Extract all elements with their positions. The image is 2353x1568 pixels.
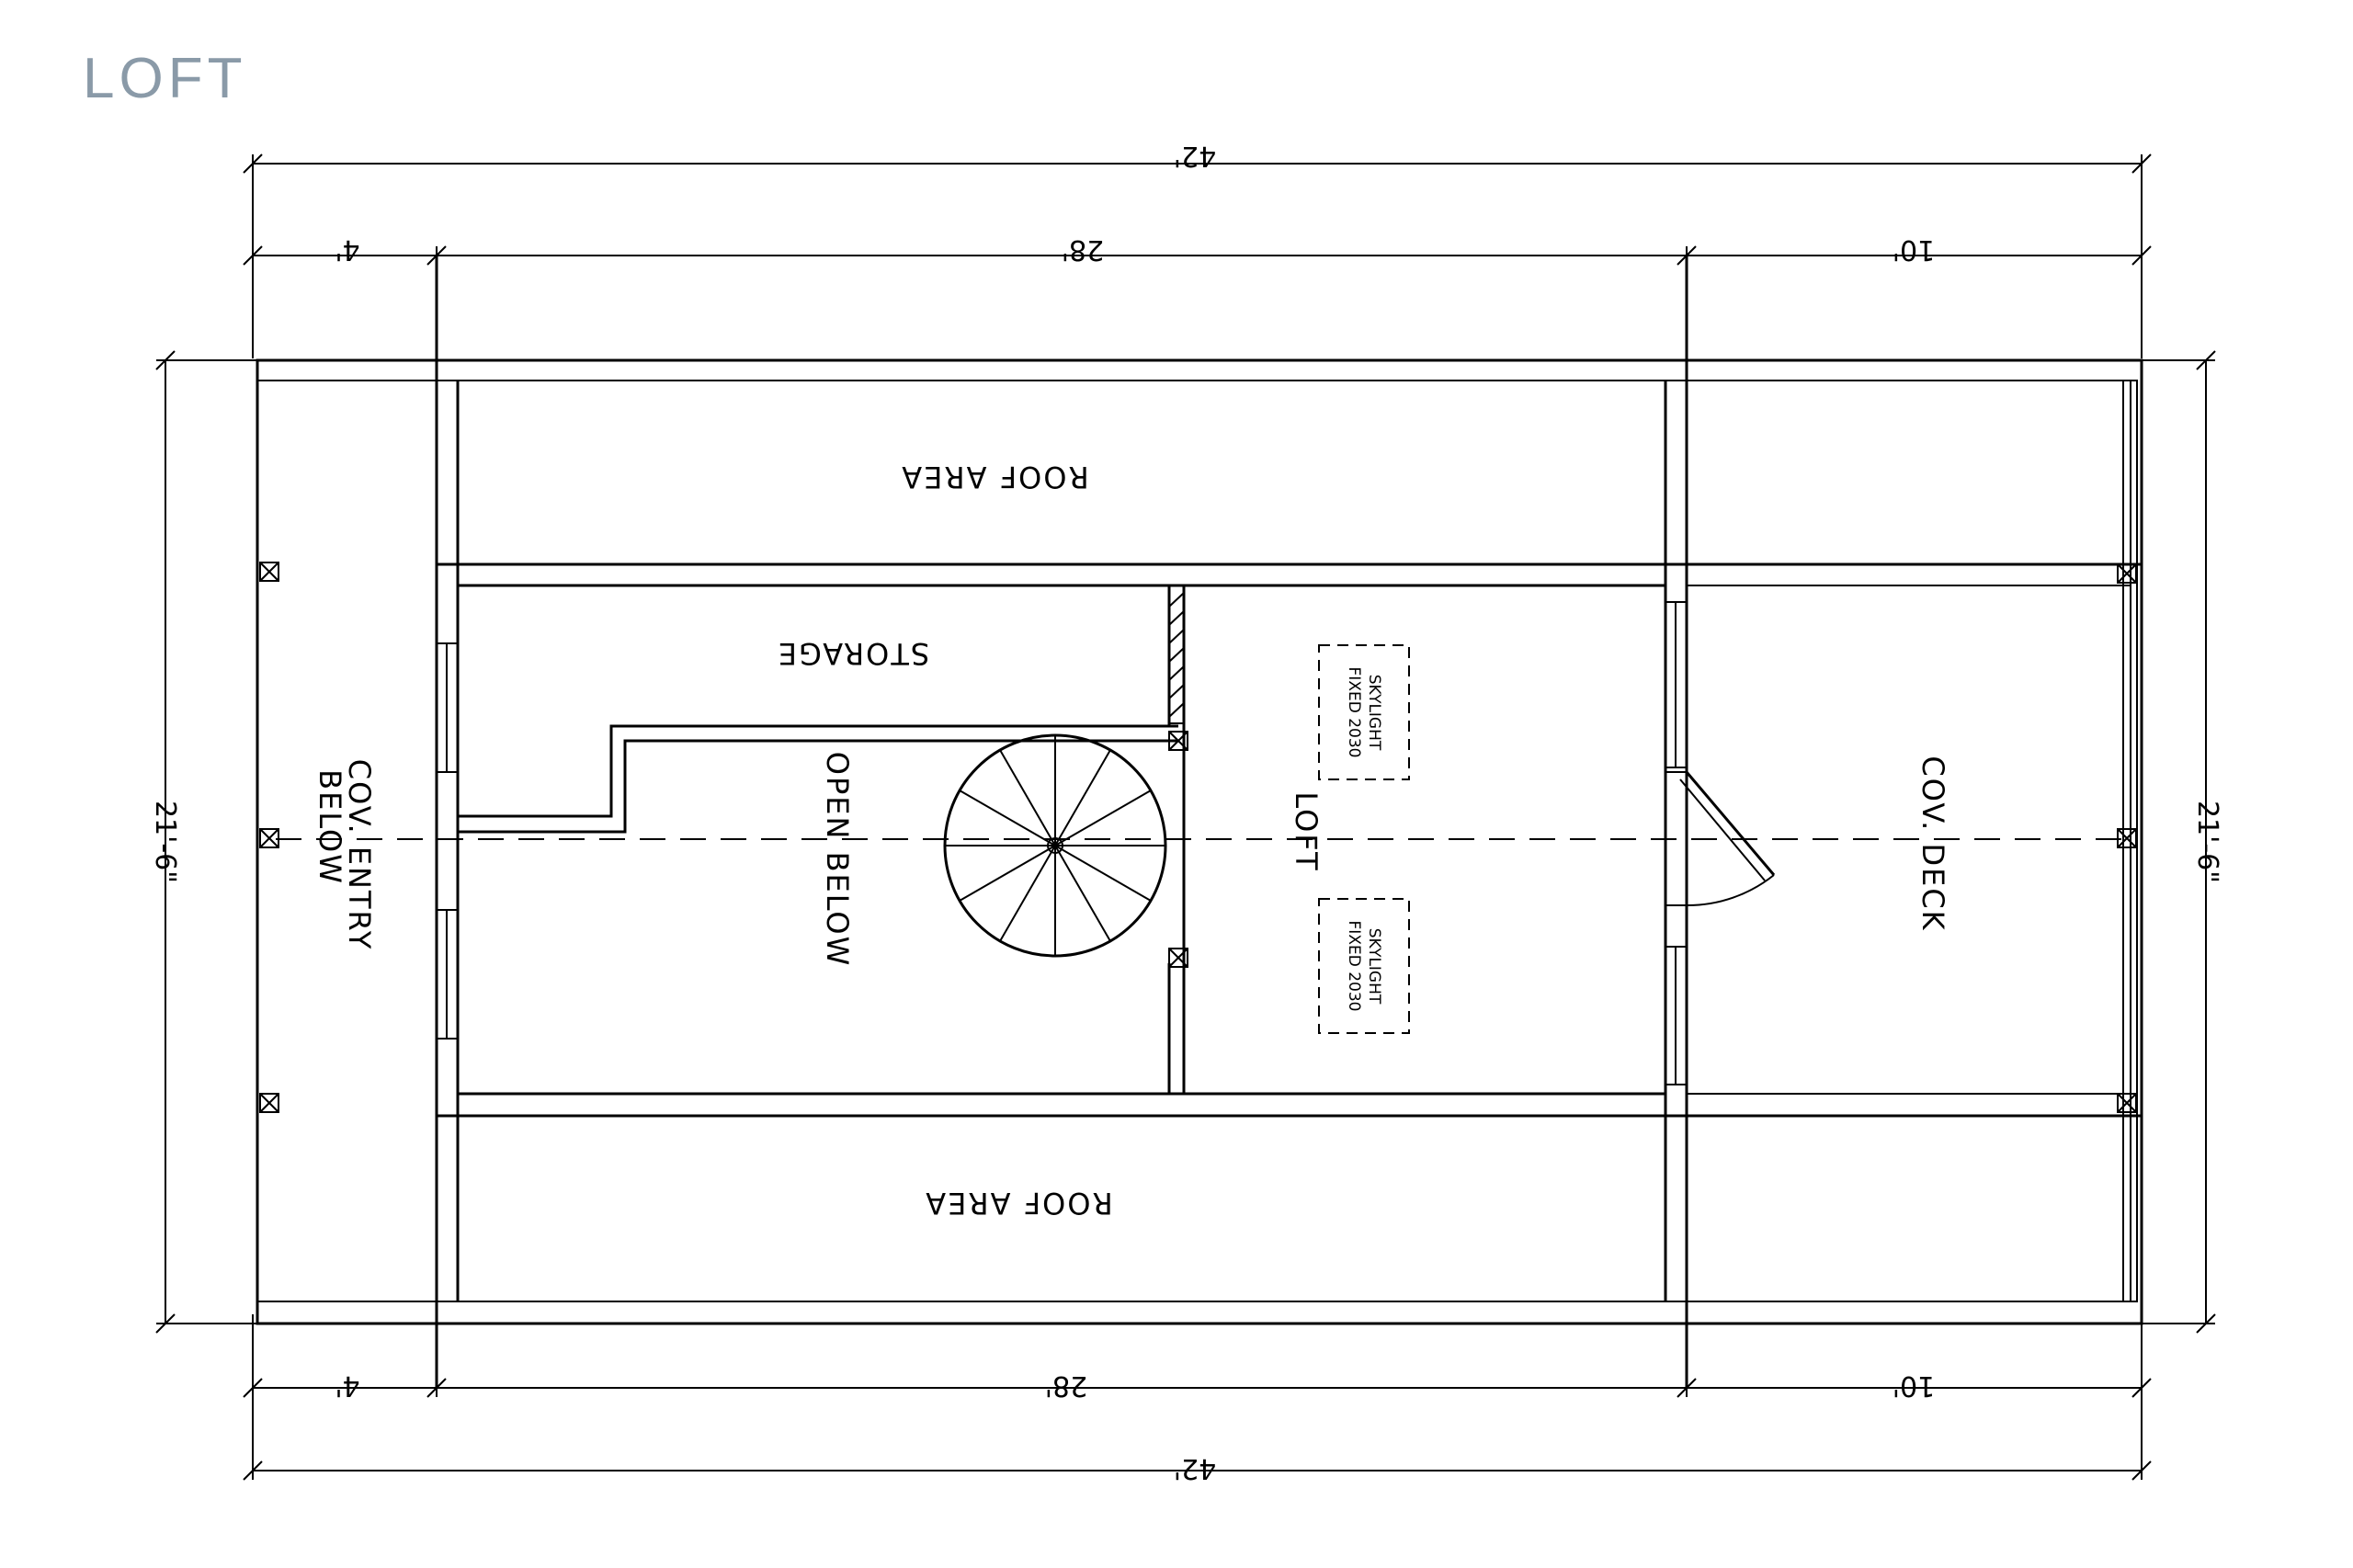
post-right-bottom: [2117, 1093, 2137, 1113]
dim-top-center: 28': [1062, 233, 1104, 266]
dim-bottom-overall: 42': [1174, 1452, 1216, 1484]
skylight-bottom-label-1: SKYLIGHT: [1365, 928, 1383, 1005]
spiral-stair: [943, 733, 1167, 958]
skylight-bottom: [1318, 898, 1410, 1034]
dim-top-overall: 42': [1174, 140, 1216, 172]
storage-label: STORAGE: [777, 636, 929, 671]
dim-left-depth: 21'-6": [149, 801, 181, 883]
cov-deck-label: COV. DECK: [1915, 756, 1950, 931]
roof-area-top-label: ROOF AREA: [900, 460, 1088, 494]
walls: [256, 256, 2143, 1388]
post-left-bottom: [259, 1093, 279, 1113]
cov-entry-label-2: BELOW: [313, 769, 347, 885]
page-title: LOFT: [83, 47, 247, 110]
loft-label: LOFT: [1289, 791, 1324, 871]
skylight-top-label-2: FIXED 2030: [1345, 667, 1363, 758]
dim-bottom-center: 28': [1045, 1369, 1087, 1402]
post-stair-top: [1168, 731, 1188, 751]
roof-area-bottom-label: ROOF AREA: [924, 1186, 1112, 1221]
posts: [259, 562, 2137, 1113]
cov-entry-label-1: COV. ENTRY: [342, 759, 377, 951]
dim-top-left: 4': [335, 233, 359, 266]
post-right-top: [2117, 563, 2137, 584]
post-left-top: [259, 562, 279, 582]
dim-right-depth: 21'-6": [2191, 801, 2223, 883]
dim-top-right: 10': [1893, 233, 1935, 266]
dim-bottom-left: 4': [335, 1369, 359, 1402]
skylight-top: [1318, 644, 1410, 780]
hatched-column: [1168, 585, 1185, 724]
post-stair-bottom: [1168, 948, 1188, 968]
skylight-top-label-1: SKYLIGHT: [1365, 675, 1383, 751]
skylight-bottom-label-2: FIXED 2030: [1345, 921, 1363, 1012]
open-below-label: OPEN BELOW: [820, 752, 855, 968]
dim-bottom-right: 10': [1893, 1369, 1935, 1402]
